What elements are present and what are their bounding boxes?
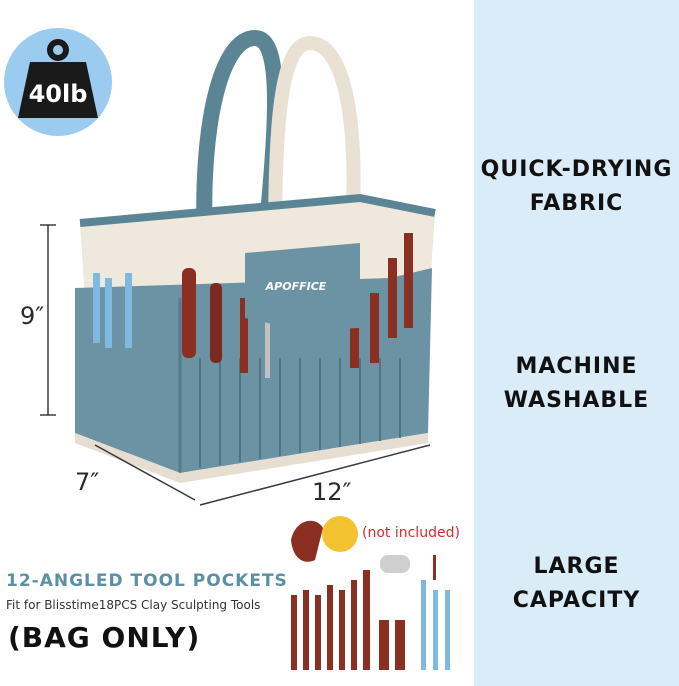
width-dimension-line <box>199 444 431 506</box>
weight-badge: 40lb <box>4 28 112 136</box>
height-dimension-line <box>40 224 56 416</box>
width-label: 12″ <box>312 478 352 506</box>
tools-in-bag <box>93 233 413 378</box>
bag-base <box>75 433 428 483</box>
badge-weight-text: 40lb <box>29 80 88 108</box>
tote-bag-image: APOFFICE <box>75 29 436 483</box>
weight-handle-icon <box>47 39 69 61</box>
feature-quick-drying: QUICK-DRYING FABRIC <box>480 157 673 216</box>
height-label: 9″ <box>20 302 45 330</box>
feature-panel <box>474 0 679 686</box>
bag-label-flap <box>245 243 360 330</box>
kettlebell-icon <box>18 62 98 118</box>
not-included-note: (not included) <box>362 525 460 541</box>
brand-label: APOFFICE <box>265 280 327 293</box>
clay-tools-image <box>291 516 450 670</box>
bag-handle-right <box>268 35 361 254</box>
pockets-subtitle: Fit for Blisstime18PCS Clay Sculpting To… <box>6 598 261 612</box>
bag-only-label: (BAG ONLY) <box>8 621 201 654</box>
rib-tool <box>291 520 323 562</box>
feature-large-capacity: LARGE CAPACITY <box>512 554 641 613</box>
feature-machine-washable: MACHINE WASHABLE <box>503 354 650 413</box>
tool-handles <box>291 570 450 670</box>
pockets-title: 12-ANGLED TOOL POCKETS <box>6 571 288 591</box>
bag-rim <box>79 193 436 227</box>
depth-dimension-line <box>94 444 196 501</box>
depth-label: 7″ <box>75 468 100 496</box>
scraper <box>380 555 410 573</box>
pocket-stitches <box>199 358 401 468</box>
sponge <box>322 516 358 552</box>
